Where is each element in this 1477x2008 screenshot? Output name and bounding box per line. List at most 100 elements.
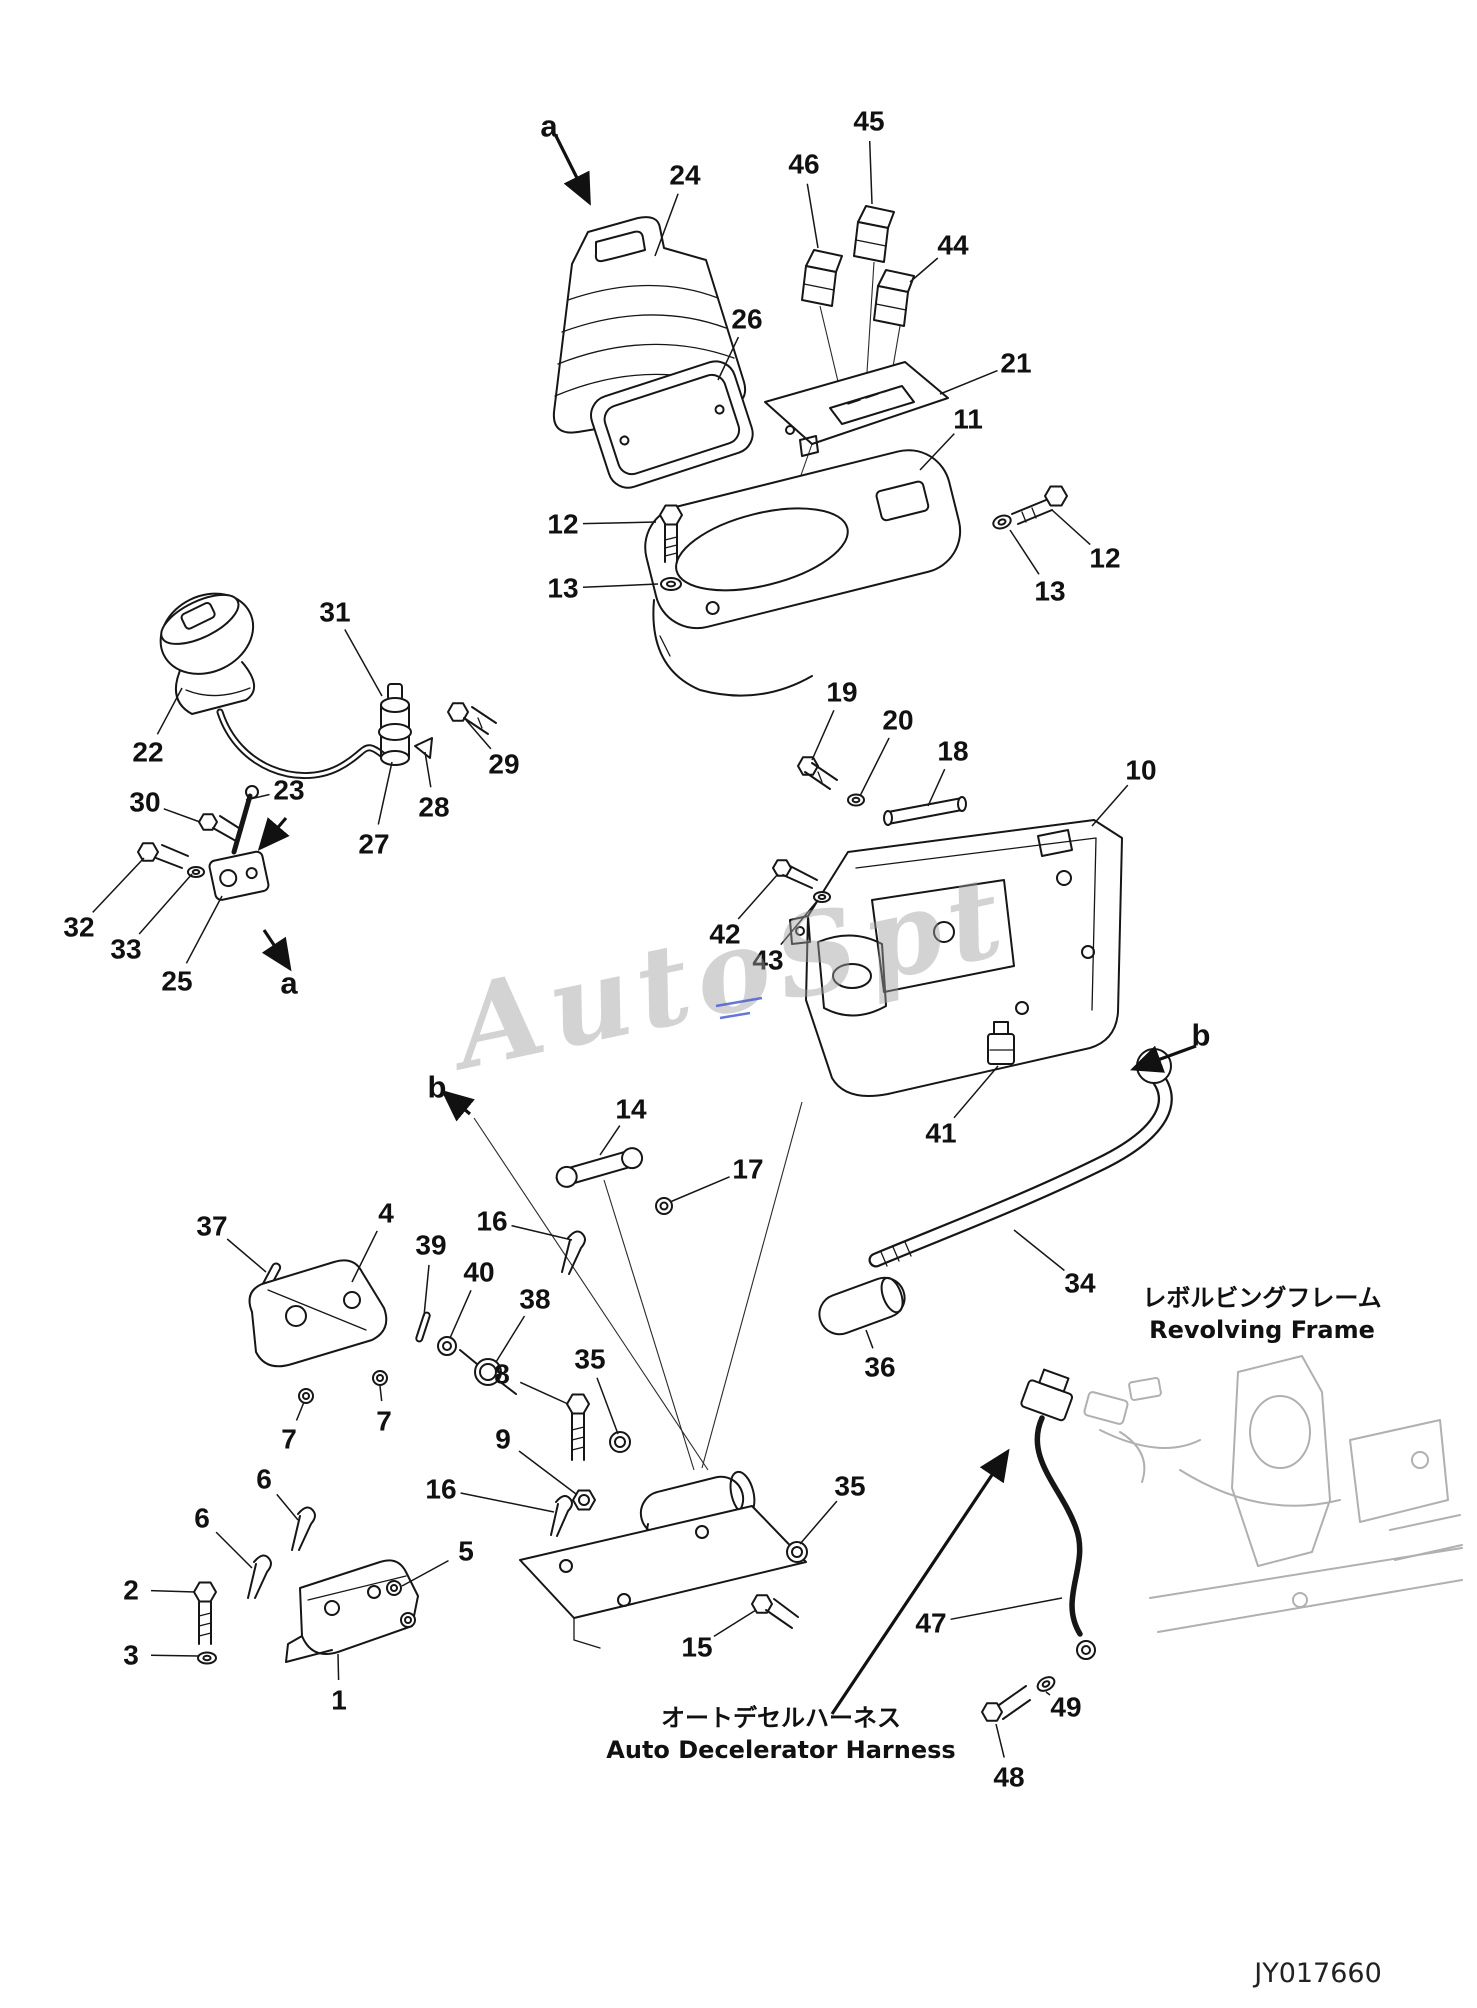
bolt-8-washer-35-nut-9 xyxy=(566,1393,631,1511)
callout-15: 15 xyxy=(681,1632,712,1663)
bolt-12-washer-13-right xyxy=(992,485,1068,530)
callout-6: 6 xyxy=(256,1464,272,1495)
leader-40 xyxy=(449,1289,472,1339)
callout-b: b xyxy=(1192,1018,1211,1053)
callout-32: 32 xyxy=(63,912,94,943)
callout-4: 4 xyxy=(378,1198,394,1229)
leader-13 xyxy=(582,583,659,588)
callout-11: 11 xyxy=(953,404,983,435)
leader-14 xyxy=(599,1125,621,1156)
callout-45: 45 xyxy=(853,106,884,137)
callout-36: 36 xyxy=(864,1352,895,1383)
leader-23 xyxy=(245,793,270,801)
callout-35: 35 xyxy=(574,1344,605,1375)
leader-19 xyxy=(811,709,835,761)
parts-line-art xyxy=(137,205,1173,1722)
revolving-frame-label-jp: レボルビングフレーム xyxy=(1142,1284,1381,1312)
callout-16: 16 xyxy=(476,1206,507,1237)
leader-1 xyxy=(337,1653,340,1681)
callout-14: 14 xyxy=(615,1094,647,1125)
document-id: JY017660 xyxy=(1252,1958,1382,1989)
callout-2: 2 xyxy=(123,1575,139,1606)
callout-12: 12 xyxy=(547,509,578,540)
callout-7: 7 xyxy=(281,1424,297,1455)
callout-7: 7 xyxy=(376,1406,392,1437)
leader-6 xyxy=(215,1531,253,1569)
callout-43: 43 xyxy=(752,945,783,976)
leader-11 xyxy=(919,433,955,471)
callout-33: 33 xyxy=(110,934,141,965)
harness-label-en: Auto Decelerator Harness xyxy=(606,1736,955,1764)
callout-34: 34 xyxy=(1064,1268,1096,1299)
callout-12: 12 xyxy=(1089,543,1120,574)
leader-2 xyxy=(150,1589,196,1593)
callout-37: 37 xyxy=(196,1211,227,1242)
callout-31: 31 xyxy=(319,597,350,628)
limit-switch-41 xyxy=(987,1021,1015,1065)
cover-plate-26 xyxy=(590,360,754,489)
leader-3 xyxy=(150,1654,199,1657)
callout-42: 42 xyxy=(709,919,740,950)
bolt-15-washer-35 xyxy=(751,1541,808,1629)
bolt-12-washer-13-left xyxy=(659,504,683,591)
leader-21 xyxy=(939,369,998,395)
callout-46: 46 xyxy=(788,149,819,180)
callout-b: b xyxy=(428,1070,447,1105)
harness-label-jp: オートデセルハーネス xyxy=(661,1704,901,1732)
callout-23: 23 xyxy=(273,775,304,806)
base-plate-pivot xyxy=(519,1470,807,1649)
bracket-4-pins-springs xyxy=(248,1259,517,1404)
callout-16: 16 xyxy=(425,1474,456,1505)
leader-38 xyxy=(495,1315,526,1363)
bracket-1-bolts-pins-clips xyxy=(193,1495,573,1665)
callout-28: 28 xyxy=(418,792,449,823)
leader-27 xyxy=(377,761,393,825)
leader-46 xyxy=(806,183,819,249)
callout-22: 22 xyxy=(132,737,163,768)
leader-17 xyxy=(669,1176,730,1203)
callout-27: 27 xyxy=(358,829,389,860)
callout-a: a xyxy=(540,109,558,144)
console-frame-10 xyxy=(789,819,1123,1097)
arrow-b-right xyxy=(1129,1044,1197,1073)
arrow-valve-lever xyxy=(257,816,290,851)
callout-18: 18 xyxy=(937,736,968,767)
callout-1: 1 xyxy=(331,1685,347,1716)
callout-6: 6 xyxy=(194,1503,210,1534)
leader-12 xyxy=(582,521,657,525)
leader-31 xyxy=(344,629,383,697)
callout-10: 10 xyxy=(1125,755,1156,786)
leader-41 xyxy=(953,1065,999,1119)
leader-37 xyxy=(226,1238,267,1273)
leader-8 xyxy=(519,1381,569,1405)
leader-13 xyxy=(1009,529,1040,575)
callout-40: 40 xyxy=(463,1257,494,1288)
leader-12 xyxy=(1051,509,1091,546)
callout-21: 21 xyxy=(1000,348,1031,379)
leader-49 xyxy=(1045,1691,1051,1696)
rocker-switches-44-45-46 xyxy=(801,205,915,327)
leader-16 xyxy=(460,1492,555,1513)
leader-36 xyxy=(865,1329,874,1349)
view-direction-arrows xyxy=(257,135,1197,1715)
callout-47: 47 xyxy=(915,1608,946,1639)
leader-42 xyxy=(737,873,779,920)
callout-3: 3 xyxy=(123,1640,139,1671)
leader-47 xyxy=(950,1597,1063,1621)
leader-33 xyxy=(138,873,193,935)
revolving-frame-underlay xyxy=(1083,1355,1463,1633)
leader-24 xyxy=(654,193,679,257)
bolt-42-washer-43 xyxy=(772,859,831,903)
leader-29 xyxy=(465,719,492,750)
callout-39: 39 xyxy=(415,1230,446,1261)
callout-5: 5 xyxy=(458,1536,474,1567)
callout-a: a xyxy=(280,966,298,1001)
leader-44 xyxy=(909,257,939,283)
arrow-a-mid xyxy=(261,929,292,972)
lock-lever-34-grip-36 xyxy=(818,1048,1173,1336)
leader-18 xyxy=(927,768,946,807)
callout-26: 26 xyxy=(731,304,762,335)
arrow-a-top xyxy=(554,135,591,206)
